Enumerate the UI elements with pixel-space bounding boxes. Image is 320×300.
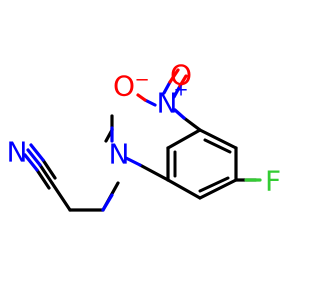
atom-nitro-o-single: O	[113, 70, 135, 103]
nitro-n-charge: +	[173, 80, 188, 101]
atom-nitrile-n: N	[7, 136, 28, 169]
atom-nitro-o-double: O	[170, 59, 192, 92]
bond-ring-nitro-blue	[173, 108, 186, 120]
bond-c-ch2	[50, 181, 72, 212]
molecule-structure-diagram: N N N + O O − F	[6, 58, 282, 212]
benzene-ring	[166, 128, 238, 200]
nitrile-triple-bond	[35, 158, 57, 190]
atom-amine-n: N	[109, 138, 130, 171]
bond-nitro-o-double	[162, 68, 188, 99]
bond-n-ring	[138, 163, 170, 182]
bond-ch2-n-blue	[101, 193, 114, 212]
nitrile-triple-bond-blue	[23, 143, 45, 172]
bond-n-ring-blue	[124, 156, 142, 167]
bond-nitro-o-single-red	[136, 93, 147, 102]
nitro-o-charge: −	[134, 70, 149, 91]
atom-nitro-n: N	[157, 87, 178, 120]
bond-ring-nitro	[182, 116, 202, 132]
bond-nitro-o-single	[143, 98, 157, 107]
atom-fluorine: F	[265, 165, 281, 198]
